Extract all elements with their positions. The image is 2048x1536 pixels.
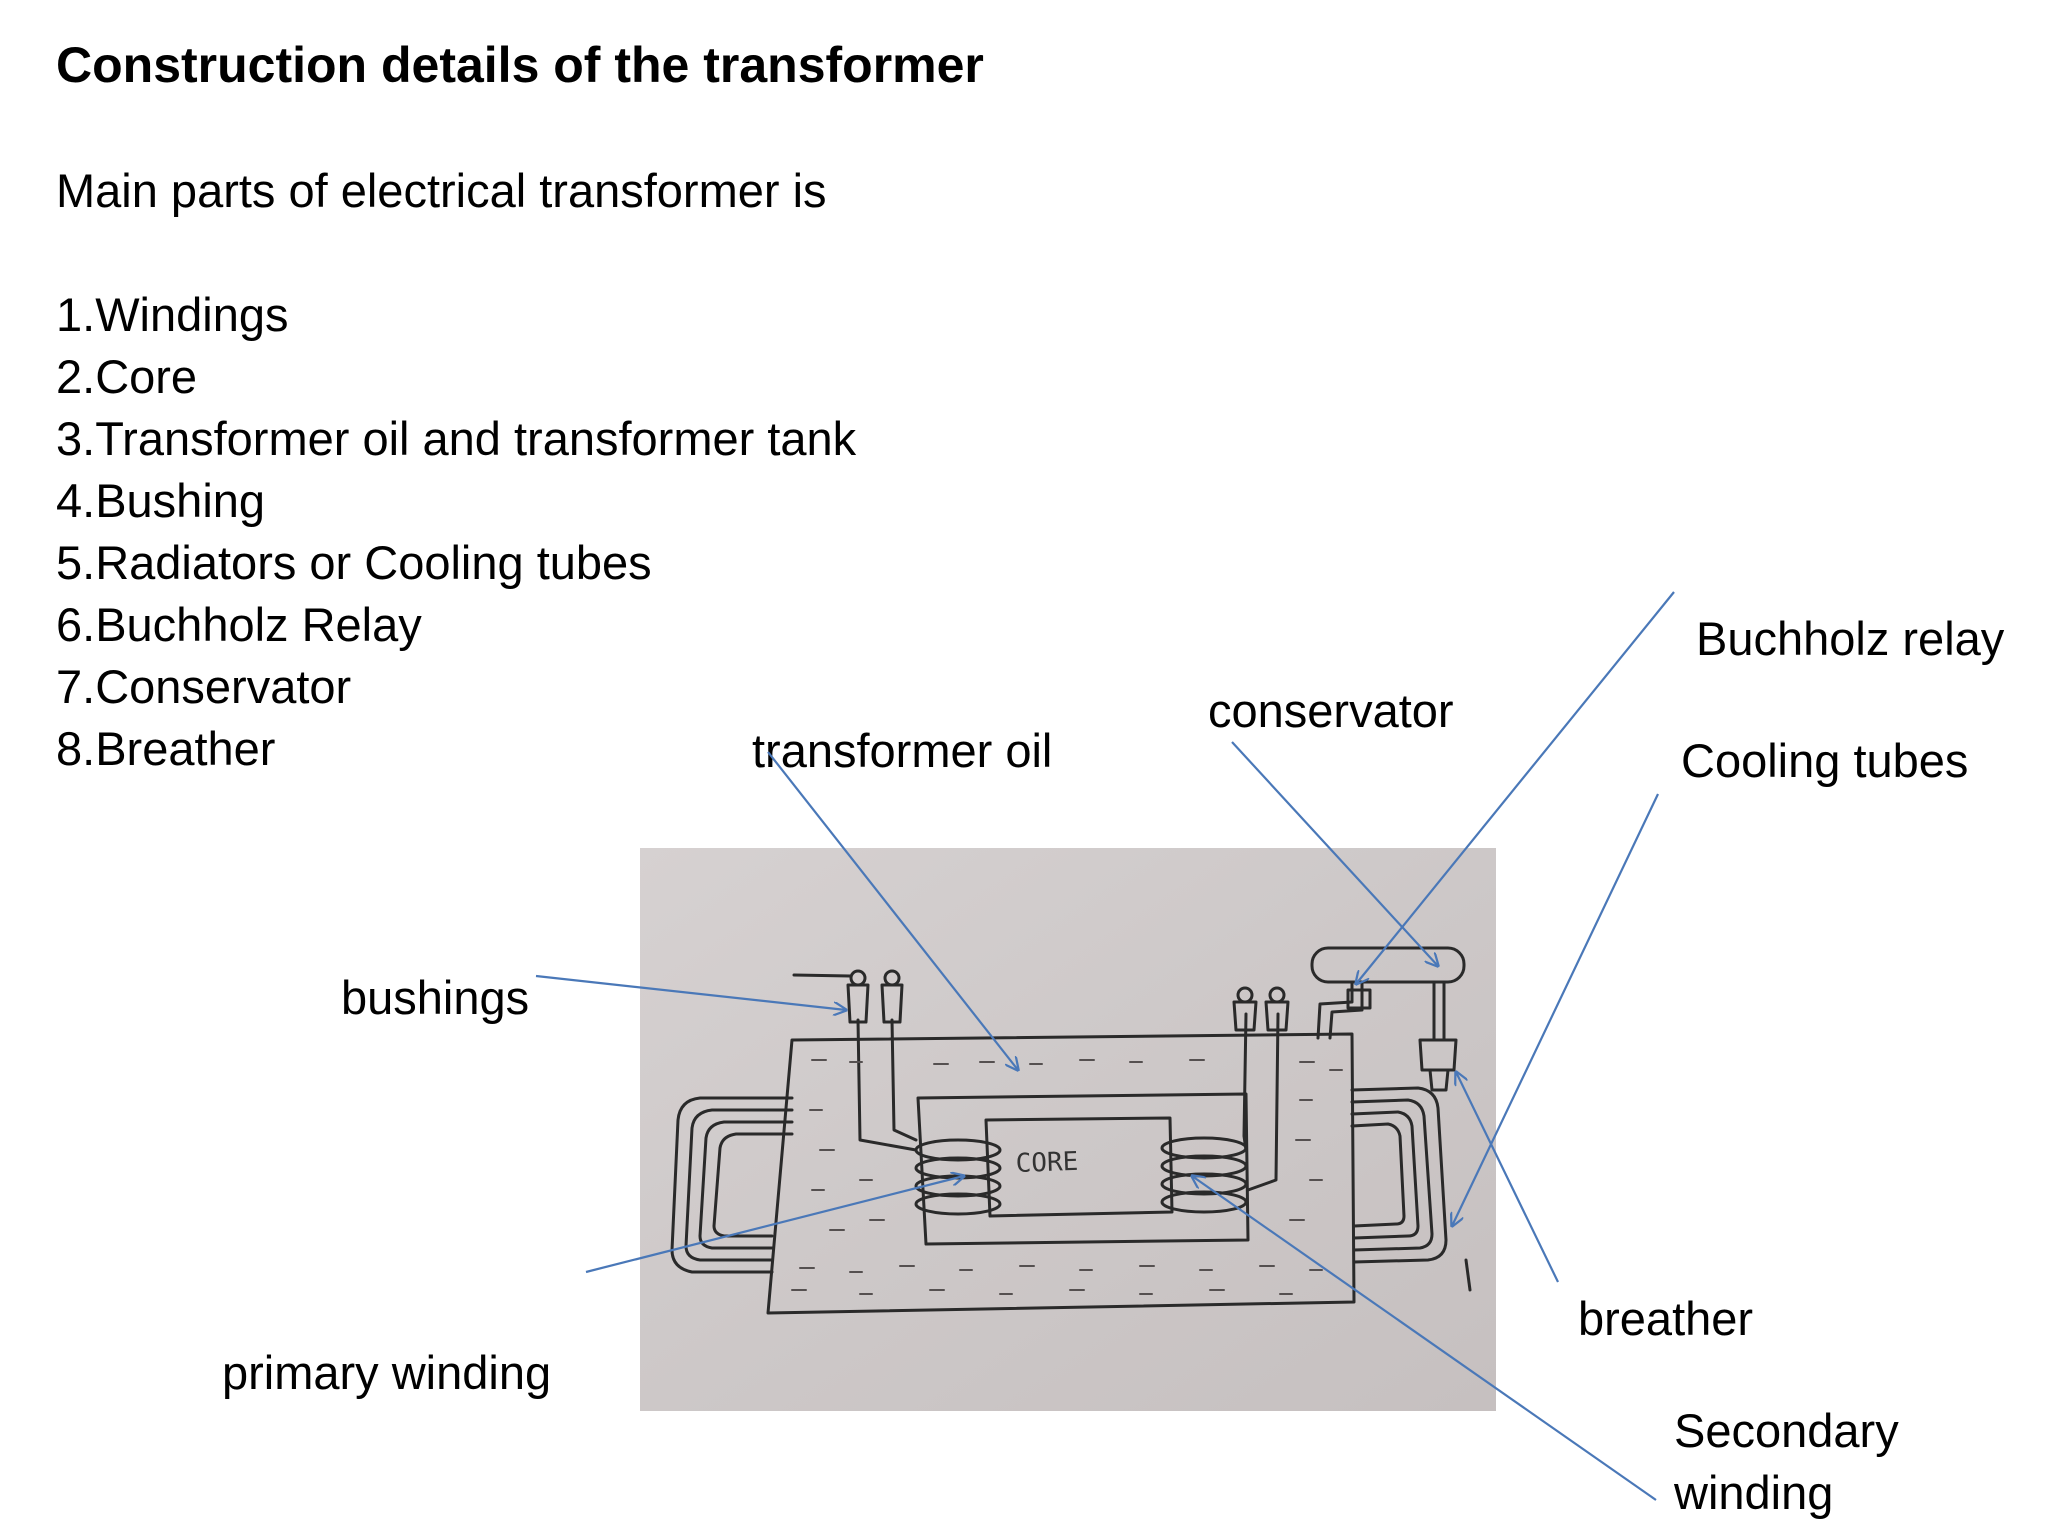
intro-text: Main parts of electrical transformer is [56,164,827,217]
part-item-buchholz: 6.Buchholz Relay [56,598,422,651]
label-cooling-tubes: Cooling tubes [1681,734,1969,787]
label-bushings: bushings [341,971,530,1024]
label-buchholz-relay: Buchholz relay [1696,612,2005,665]
core-label: CORE [1015,1147,1079,1179]
secondary-bushings [1232,986,1290,1032]
part-item-oil-tank: 3.Transformer oil and transformer tank [56,412,857,465]
part-item-bushing: 4.Bushing [56,474,266,527]
page-title: Construction details of the transformer [56,37,984,93]
parts-list: 1.Windings 2.Core 3.Transformer oil and … [56,284,856,780]
part-item-breather: 8.Breather [56,722,276,775]
label-transformer-oil: transformer oil [752,724,1053,777]
label-secondary-winding: Secondary winding [1674,1400,1899,1524]
label-breather: breather [1578,1292,1754,1345]
label-conservator: conservator [1208,684,1454,737]
buchholz-relay-box [1346,988,1372,1010]
label-secondary-winding-line2: winding [1674,1466,1834,1519]
part-item-windings: 1.Windings [56,288,289,341]
core-inner [984,1116,1174,1218]
part-item-conservator: 7.Conservator [56,660,352,713]
part-item-radiators: 5.Radiators or Cooling tubes [56,536,652,589]
label-primary-winding: primary winding [222,1346,552,1399]
part-item-core: 2.Core [56,350,198,403]
sketch-paper [640,848,1496,1411]
label-secondary-winding-line1: Secondary [1674,1404,1899,1457]
